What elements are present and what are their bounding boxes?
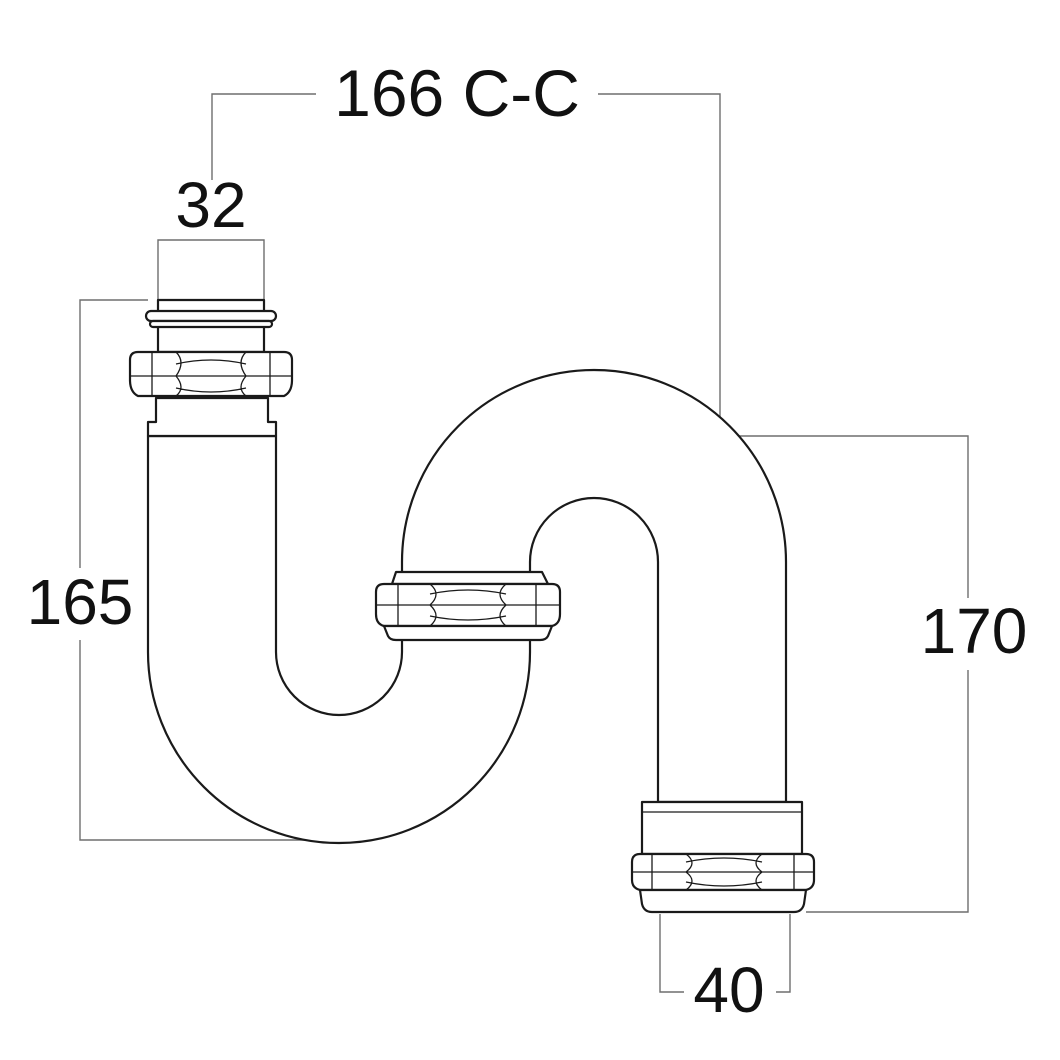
dim-line-cc-left: [211, 93, 316, 180]
label-centre-to-centre: 166 C-C: [334, 56, 580, 130]
dim-line-40-right: [776, 914, 791, 993]
dim-line-170-bottom: [806, 670, 969, 913]
upper-bend: [400, 368, 788, 804]
middle-coupling: [374, 570, 562, 642]
label-inlet-diameter: 32: [175, 169, 246, 241]
outlet-sleeve: [640, 800, 804, 856]
inlet-o-ring: [144, 309, 278, 323]
trap-pipe: [146, 368, 788, 845]
dim-line-165-bottom: [79, 640, 332, 841]
middle-collar-bottom: [382, 624, 554, 642]
inlet-fitting: [128, 298, 294, 438]
dim-line-165-top: [79, 299, 148, 568]
inlet-nut-facets: [130, 351, 292, 397]
inlet-washer: [148, 319, 274, 329]
label-outlet-height: 170: [921, 595, 1028, 667]
dimension-labels: 166 C-C 32 165 170 40: [27, 56, 1028, 1026]
outlet-base-ring: [638, 888, 808, 914]
inlet-spigot: [146, 396, 278, 438]
label-inlet-height: 165: [27, 566, 134, 638]
outlet-nut-facets: [632, 853, 814, 891]
dim-line-32: [157, 239, 265, 300]
lower-u-bend: [146, 434, 532, 845]
middle-nut-facets: [376, 583, 560, 627]
dim-line-40-left: [659, 914, 684, 993]
outlet-fitting: [630, 800, 816, 914]
inlet-nut: [128, 350, 294, 398]
middle-collar-top: [390, 570, 550, 586]
label-outlet-diameter: 40: [693, 954, 764, 1026]
